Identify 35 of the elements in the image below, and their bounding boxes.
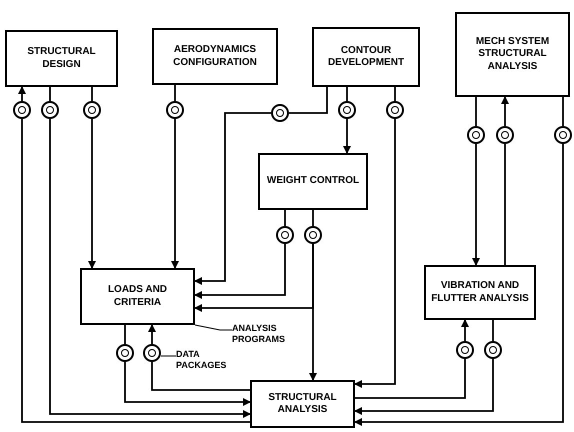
process-box	[5, 30, 118, 87]
box-label: STRUCTURAL ANALYSIS	[267, 392, 338, 416]
box-label: CONTOUR DEVELOPMENT	[326, 44, 406, 70]
process-box	[312, 27, 420, 87]
arrow	[354, 119, 396, 388]
arrow	[461, 319, 469, 341]
arrow	[88, 119, 96, 269]
callout-text: DATA PACKAGES	[176, 348, 228, 372]
arrow	[354, 359, 494, 415]
box-label: STRUCTURAL DESIGN	[26, 46, 97, 71]
callout-text: ANALYSIS PROGRAMS	[232, 322, 286, 346]
arrow	[18, 86, 26, 101]
box-label: VIBRATION AND FLUTTER ANALYSIS	[430, 280, 530, 305]
arrow	[472, 144, 480, 266]
box-label: WEIGHT CONTROL	[266, 175, 360, 188]
arrow	[194, 112, 271, 285]
process-box	[152, 28, 278, 85]
process-box	[258, 153, 368, 210]
box-label: MECH SYSTEM STRUCTURAL ANALYSIS	[474, 36, 550, 74]
process-box	[250, 380, 355, 428]
arrow	[309, 244, 317, 381]
arrow	[354, 144, 564, 426]
process-box	[424, 265, 536, 320]
arrow	[501, 96, 509, 126]
arrow	[194, 244, 286, 299]
arrow	[171, 119, 179, 269]
box-label: AERODYNAMICS CONFIGURATION	[172, 44, 258, 69]
process-box	[80, 268, 195, 325]
leader-line	[194, 324, 232, 330]
arrow	[343, 119, 351, 154]
arrow	[124, 362, 251, 406]
process-box	[455, 12, 570, 97]
box-label: LOADS AND CRITERIA	[106, 284, 168, 309]
arrow	[289, 87, 328, 114]
arrow	[148, 324, 156, 344]
